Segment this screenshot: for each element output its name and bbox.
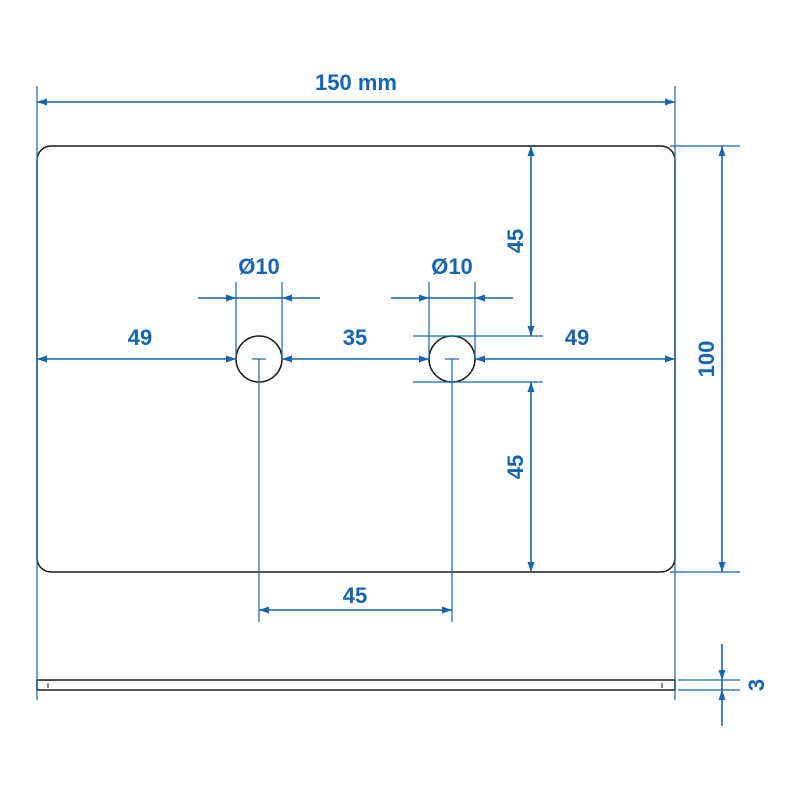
dim-label-hole1-diameter: Ø10 [238,254,280,279]
dim-label-overall-height: 100 [694,341,719,378]
plate-side-view [36,679,676,691]
dim-label-hole-center-spacing: 45 [343,583,367,608]
dim-label-left-margin: 49 [128,325,152,350]
dim-label-thickness: 3 [744,679,769,691]
dim-label-hole-spacing: 35 [343,325,367,350]
dim-label-hole-to-bottom: 45 [503,455,528,479]
dim-label-overall-width: 150 mm [315,70,397,95]
dim-label-hole2-diameter: Ø10 [431,254,473,279]
dim-label-right-margin: 49 [565,325,589,350]
dim-label-top-to-hole: 45 [503,229,528,253]
